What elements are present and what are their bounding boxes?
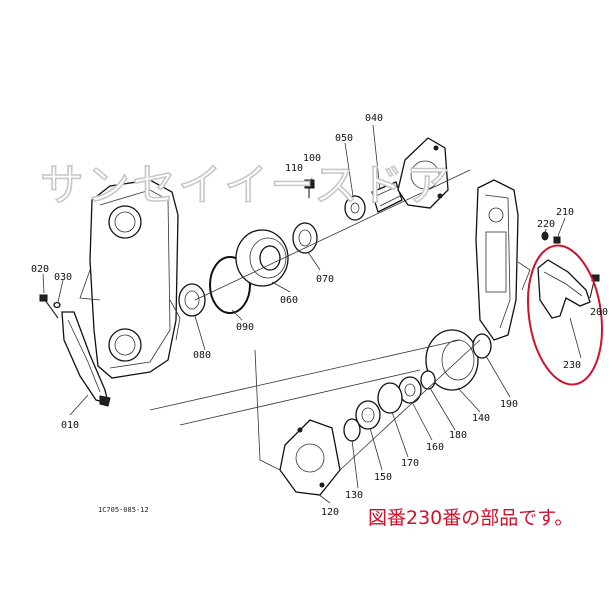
ring-part-170 bbox=[377, 382, 403, 414]
washer-part-130 bbox=[343, 418, 361, 442]
flange-part-120 bbox=[279, 419, 341, 496]
label-120: 120 bbox=[321, 507, 339, 518]
label-170: 170 bbox=[401, 458, 419, 469]
caption-text: 図番230番の部品です。 bbox=[368, 507, 574, 529]
washer-part-050 bbox=[344, 195, 366, 221]
label-080: 080 bbox=[193, 350, 211, 361]
label-220: 220 bbox=[537, 219, 555, 230]
label-200: 200 bbox=[590, 307, 608, 318]
label-030: 030 bbox=[54, 272, 72, 283]
label-090: 090 bbox=[236, 322, 254, 333]
label-070: 070 bbox=[316, 274, 334, 285]
label-150: 150 bbox=[374, 472, 392, 483]
bearing-part-070 bbox=[292, 222, 318, 254]
bolt-part-020 bbox=[39, 294, 59, 319]
label-110: 110 bbox=[285, 163, 303, 174]
oring-part-190 bbox=[472, 333, 492, 359]
center-lines bbox=[149, 169, 481, 471]
label-190: 190 bbox=[500, 399, 518, 410]
oring-part-090 bbox=[209, 256, 251, 314]
label-160: 160 bbox=[426, 442, 444, 453]
label-230: 230 bbox=[563, 360, 581, 371]
drawing-number: 1C705-085-12 bbox=[98, 506, 149, 514]
collar-part-180 bbox=[420, 370, 436, 390]
housing-part-060 bbox=[235, 229, 289, 287]
shaft-part-040 bbox=[371, 137, 449, 213]
bolt-part-110 bbox=[304, 179, 315, 198]
bearing-part-080 bbox=[178, 283, 206, 317]
label-010: 010 bbox=[61, 420, 79, 431]
cover-part-230 bbox=[537, 259, 591, 319]
nut-part-210 bbox=[553, 236, 561, 244]
leader-lines bbox=[42, 124, 582, 504]
cover-part-010 bbox=[61, 311, 111, 407]
right-gear-case bbox=[475, 179, 531, 341]
washer-part-030 bbox=[53, 301, 61, 309]
label-100: 100 bbox=[303, 153, 321, 164]
highlight-ellipse-230 bbox=[527, 244, 603, 386]
label-050: 050 bbox=[335, 133, 353, 144]
watermark-text: サンセイイースドア bbox=[40, 160, 452, 211]
label-060: 060 bbox=[280, 295, 298, 306]
label-130: 130 bbox=[345, 490, 363, 501]
label-180: 180 bbox=[449, 430, 467, 441]
left-gear-case bbox=[79, 179, 181, 379]
bearing-part-150 bbox=[355, 400, 381, 430]
label-210: 210 bbox=[556, 207, 574, 218]
label-140: 140 bbox=[472, 413, 490, 424]
label-020: 020 bbox=[31, 264, 49, 275]
label-040: 040 bbox=[365, 113, 383, 124]
